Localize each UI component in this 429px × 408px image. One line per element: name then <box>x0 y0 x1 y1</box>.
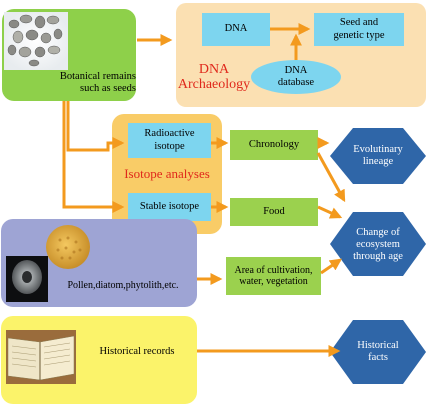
evolutionary-hexagon <box>330 128 426 184</box>
change-label: Change of ecosystem through age <box>353 226 403 263</box>
facts-hexagon <box>330 320 426 384</box>
dna-database-label: DNA database <box>277 64 315 88</box>
isotope-analyses-title: Isotope analyses <box>124 165 210 181</box>
historical-records-label: Historical records <box>99 345 175 357</box>
radioactive-box <box>128 123 211 158</box>
chronology-label: Chronology <box>248 138 300 150</box>
historical-facts-label: Historical facts <box>357 339 399 363</box>
pollen-label: Pollen,diatom,phytolith,etc. <box>67 280 179 292</box>
stable-box <box>128 193 211 221</box>
area-box <box>226 257 321 295</box>
change-hexagon <box>330 212 426 276</box>
pollen-photo <box>46 225 90 269</box>
evolutionary-label: Evolutinary lineage <box>353 143 403 167</box>
arrows <box>62 23 346 357</box>
dna-box <box>202 13 270 46</box>
area-label: Area of cultivation, water, vegetation <box>234 264 313 288</box>
food-label: Food <box>263 205 285 217</box>
seeds-illustration <box>7 14 63 67</box>
chronology-box <box>230 130 318 160</box>
sem-specimen-hole <box>22 271 32 283</box>
radioactive-label: Radioactive isotope <box>144 128 195 152</box>
botanical-label: Botanical remains such as seeds <box>59 70 136 94</box>
food-box <box>230 198 318 226</box>
dna-archaeology-title: DNA Archaeology <box>177 62 251 92</box>
seed-type-box <box>314 13 404 46</box>
dna-database-ellipse <box>251 60 341 94</box>
pollen-texture <box>56 236 82 260</box>
dna-label: DNA <box>224 23 248 35</box>
stable-label: Stable isotope <box>139 200 200 212</box>
book-photo <box>6 330 76 384</box>
seed-type-label: Seed and genetic type <box>333 17 385 41</box>
